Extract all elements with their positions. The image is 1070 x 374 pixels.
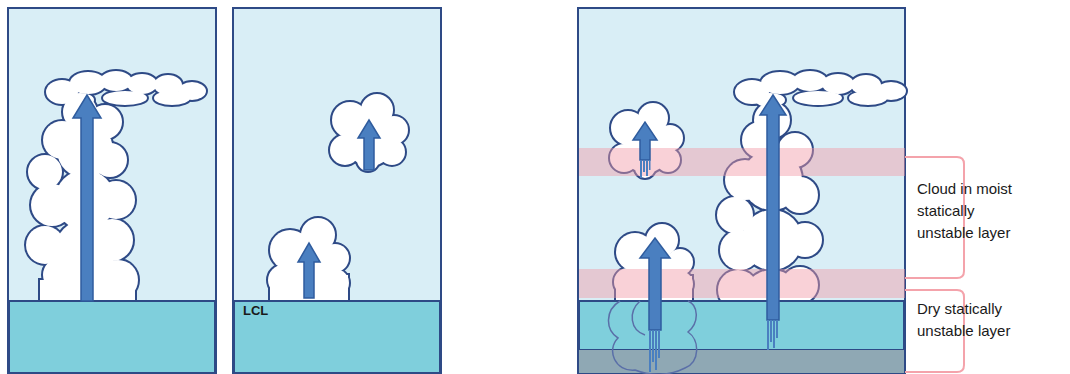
boundary-layer — [579, 301, 904, 350]
layer-label: Cloud in moist statically unstable layer — [917, 178, 1035, 244]
updraft-arrow — [73, 95, 786, 330]
panel — [233, 8, 441, 374]
boundary-layer — [234, 301, 440, 373]
panel — [578, 8, 905, 374]
moist-unstable-band — [579, 269, 905, 298]
layer-label: Dry statically unstable layer — [917, 298, 1035, 342]
arrow-tail — [640, 160, 778, 372]
panel — [8, 8, 216, 374]
level-label: LCL — [243, 303, 303, 319]
moist-unstable-band — [579, 148, 905, 176]
boundary-layer — [9, 301, 215, 373]
